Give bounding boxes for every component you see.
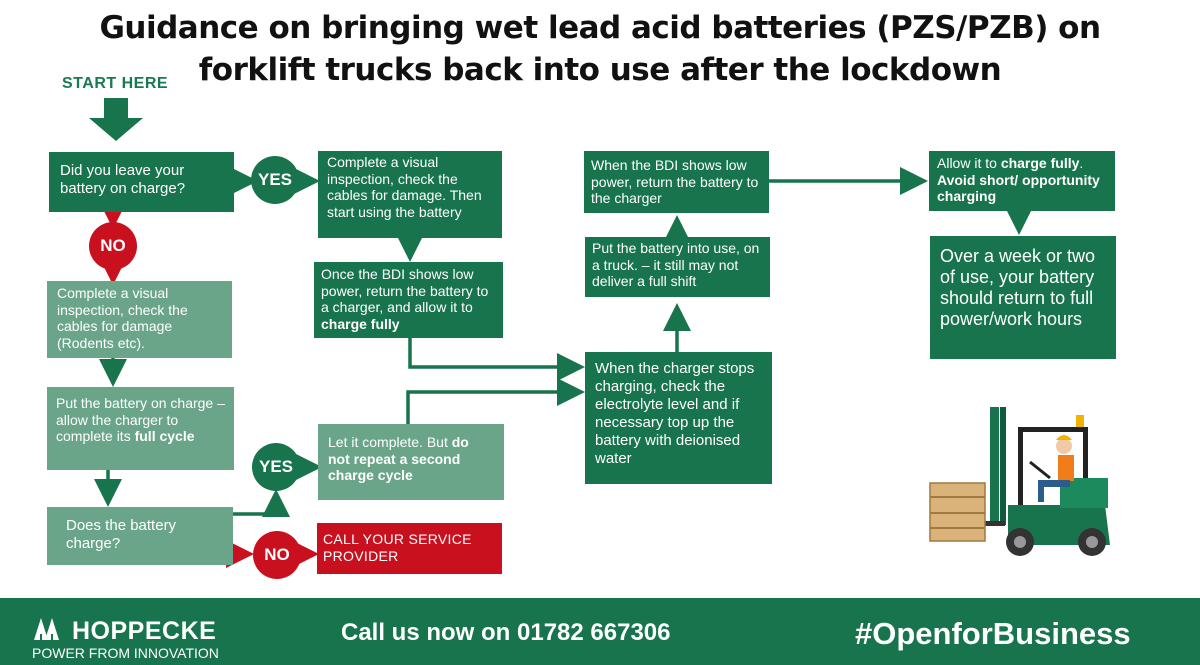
step-over-a-week: Over a week or two of use, your battery … (930, 236, 1116, 359)
step-does-battery-charge: Does the battery charge? (47, 507, 233, 565)
page-title-line2: forklift trucks back into use after the … (198, 52, 1002, 88)
step-put-on-charge: Put the battery on charge – allow the ch… (47, 387, 234, 470)
no-circle-1: NO (89, 222, 137, 270)
forklift-illustration (929, 407, 1110, 556)
footer-hashtag: #OpenforBusiness (855, 616, 1131, 651)
step-put-into-use: Put the battery into use, on a truck. – … (585, 237, 770, 297)
step-allow-charge-fully-mid: . (1079, 155, 1084, 171)
arrow-let-charger (406, 378, 585, 424)
yes-circle-1: YES (251, 156, 299, 204)
step-bdi-low-charge-bold: charge fully (321, 315, 400, 332)
arrow-bdi-charger (408, 338, 585, 381)
step-bdi-low-charge: Once the BDI shows low power, return the… (314, 262, 503, 338)
step-call-service-provider: CALL YOUR SERVICE PROVIDER (317, 523, 502, 574)
step-charger-stops: When the charger stops charging, check t… (585, 352, 772, 484)
step-let-it-complete-bold: do not repeat a second charge cycle (328, 434, 469, 483)
page-title-line1: Guidance on bringing wet lead acid batte… (99, 10, 1101, 46)
arrow-does-yes (233, 489, 290, 517)
step-visual-inspection-no: Complete a visual inspection, check the … (47, 281, 232, 358)
yes-circle-2: YES (252, 443, 300, 491)
step-bdi-return-charger-text: When the BDI shows low power, return the… (591, 157, 759, 206)
step-visual-inspection-yes: Complete a visual inspection, check the … (318, 151, 502, 238)
step-over-a-week-text: Over a week or two of use, your battery … (940, 246, 1096, 329)
step-allow-charge-fully: Allow it to charge fully. Avoid short/ o… (929, 151, 1115, 211)
step-allow-charge-fully-bold1: charge fully (1000, 155, 1080, 171)
start-label: START HERE (62, 75, 169, 92)
start-arrow (89, 98, 143, 141)
step-put-on-charge-bold: full cycle (134, 428, 195, 444)
step-allow-charge-fully-pre: Allow it to (937, 155, 1001, 171)
step-bdi-return-charger: When the BDI shows low power, return the… (584, 151, 769, 213)
no-circle-2: NO (253, 531, 301, 579)
step-put-into-use-text: Put the battery into use, on a truck. – … (592, 240, 760, 289)
step-let-it-complete-text: Let it complete. But (328, 434, 452, 450)
step-bdi-low-charge-text: Once the BDI shows low power, return the… (321, 266, 489, 315)
step-visual-inspection-yes-text: Complete a visual inspection, check the … (327, 154, 482, 220)
step-allow-charge-fully-bold2: Avoid short/ opportunity charging (937, 171, 1100, 205)
step-call-service-provider-text: CALL YOUR SERVICE PROVIDER (323, 531, 472, 564)
step-let-it-complete: Let it complete. But do not repeat a sec… (318, 424, 504, 500)
footer-bar (0, 598, 1200, 665)
footer-phone: Call us now on 01782 667306 (341, 619, 671, 646)
step-left-on-charge: Did you leave your battery on charge? (49, 152, 234, 212)
step-charger-stops-text: When the charger stops charging, check t… (595, 360, 755, 467)
brand-tagline: POWER FROM INNOVATION (32, 645, 219, 661)
step-visual-inspection-no-text: Complete a visual inspection, check the … (57, 285, 188, 351)
step-left-on-charge-text: Did you leave your battery on charge? (60, 162, 186, 197)
step-does-battery-charge-text: Does the battery charge? (66, 517, 177, 552)
hoppecke-trees-icon (34, 618, 59, 642)
brand-logo-name: HOPPECKE (72, 617, 217, 645)
flow-connectors (89, 98, 1110, 568)
step-put-on-charge-text: Put the battery on charge – allow the ch… (56, 395, 225, 444)
